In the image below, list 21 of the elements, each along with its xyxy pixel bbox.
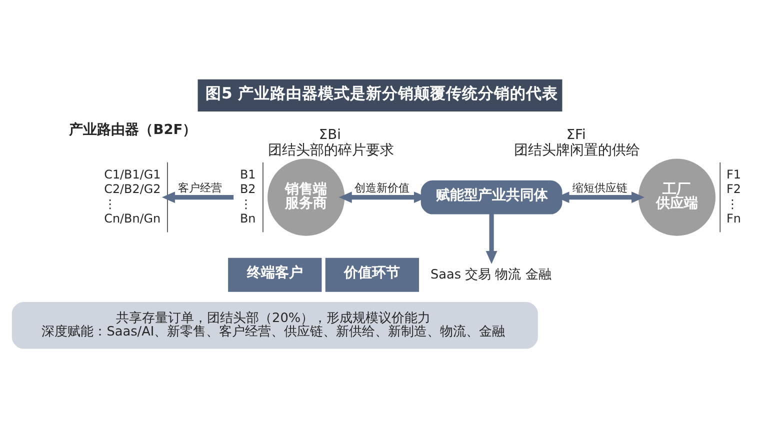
node-label: ΣFi [566,127,586,144]
label: 产业路由器（B2F） [69,122,197,138]
node-box: 共享存量订单，团结头部（20%），形成规模议价能力 深度赋能：Saas/AI、新零售、客户经营、供应链、新供给、新制造、物流、金融 [12,302,538,349]
edge-label: 客户经营 [178,181,222,194]
node-label: 团结头牌闲置的供给 [514,142,640,159]
node-text: Saas 交易 物流 金融 [430,267,552,282]
arrow [162,192,234,204]
node-text: F1 F2 ⋮ Fn [726,167,742,226]
node-label: 团结头部的碎片要求 [268,142,394,159]
node-box: 终端客户 [228,258,322,292]
node-box: 价值环节 [325,258,420,292]
node-circle: 销售端服务商 [268,158,345,236]
node-label: ΣBi [318,127,341,144]
node-circle: 工厂供应端 [638,158,716,236]
node-text: B1 B2 ⋮ Bn [240,167,256,226]
node-text: C1/B1/G1 C2/B2/G2 ⋮ Cn/Bn/Gn [104,167,161,226]
arrow [486,214,498,264]
edge-label: 创造新价值 [354,181,410,194]
diagram-title: 图5 产业路由器模式是新分销颠覆传统分销的代表 [206,84,558,103]
node-box: 赋能型产业共同体 [420,180,562,214]
edge-label: 缩短供应链 [572,181,628,194]
